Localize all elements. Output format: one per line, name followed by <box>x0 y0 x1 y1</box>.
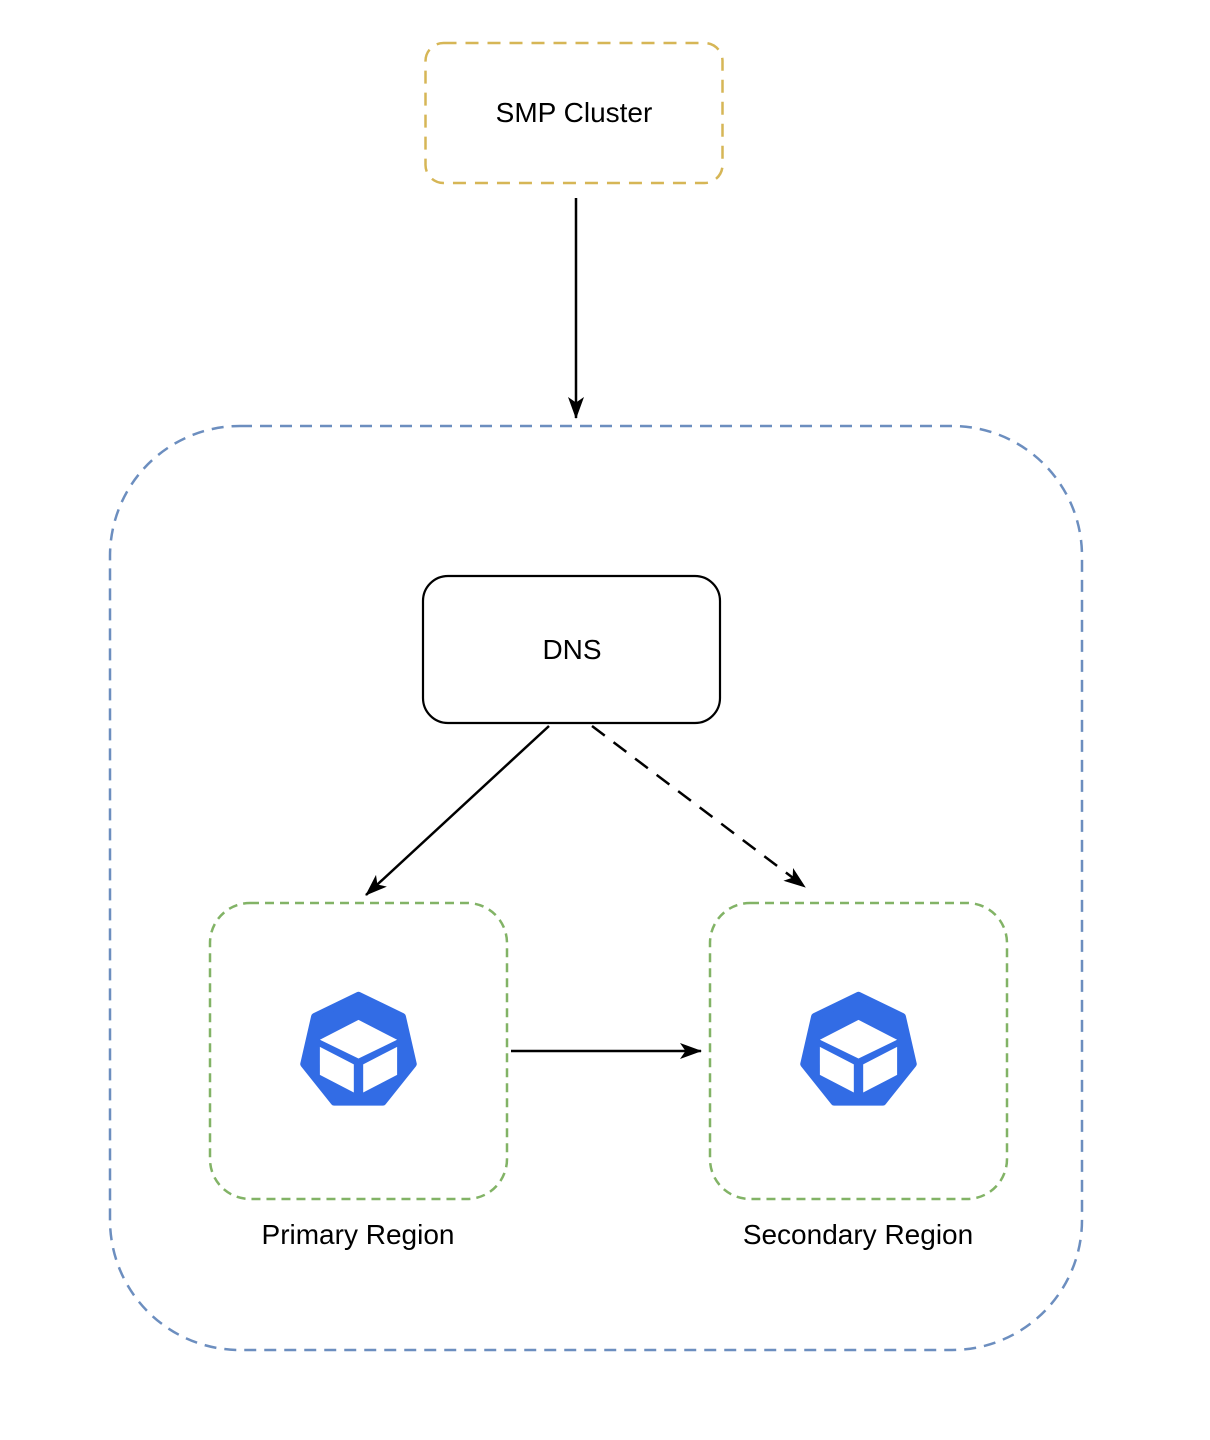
smp-cluster-box <box>424 41 724 185</box>
dns-box <box>421 574 722 725</box>
edge-dns-to-primary <box>365 725 550 896</box>
edge-dns-to-secondary <box>591 725 806 888</box>
cube-heptagon-icon <box>804 995 914 1102</box>
cube-heptagon-icon <box>304 995 414 1102</box>
outer-container-box <box>108 424 1084 1352</box>
